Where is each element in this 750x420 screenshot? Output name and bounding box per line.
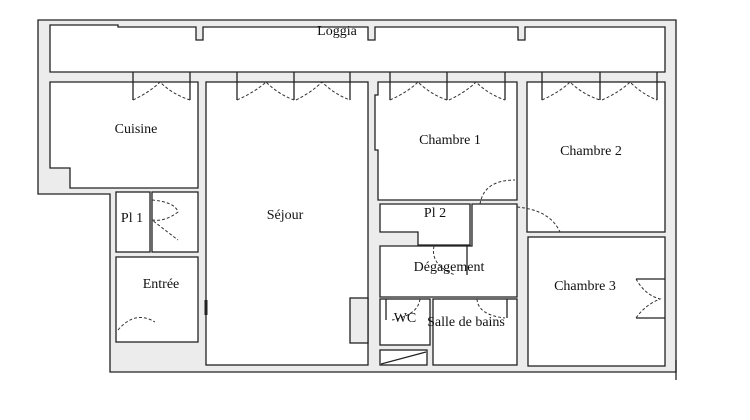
room-sejour [205, 81, 369, 366]
room-wc [379, 298, 431, 346]
room-chambre-3 [527, 236, 666, 367]
label-chambre-2: Chambre 2 [560, 144, 622, 159]
room-chambre-1 [374, 81, 518, 201]
label-cuisine: Cuisine [115, 122, 158, 137]
pl-1-closet [151, 191, 199, 253]
room-pl-1 [115, 191, 151, 253]
label-sejour: Séjour [267, 208, 304, 223]
label-wc: WC [394, 311, 417, 326]
room-cuisine [49, 81, 199, 189]
doors [117, 72, 665, 331]
storage-diagonal [380, 351, 427, 365]
room-degagement [379, 203, 518, 298]
label-chambre-1: Chambre 1 [419, 133, 481, 148]
room-entree [115, 256, 199, 343]
room-pl-2 [379, 203, 471, 246]
label-pl-2: Pl 2 [424, 206, 446, 221]
label-loggia: Loggia [317, 24, 357, 39]
label-entree: Entrée [143, 277, 180, 292]
label-degagement: Dégagement [414, 260, 485, 275]
label-chambre-3: Chambre 3 [554, 279, 616, 294]
room-loggia [49, 24, 666, 73]
label-salle-de-bains: Salle de bains [427, 315, 505, 330]
label-pl-1: Pl 1 [121, 211, 143, 226]
room-chambre-2 [526, 81, 666, 233]
sejour-column [349, 297, 369, 344]
room-salle-de-bains [432, 298, 518, 366]
